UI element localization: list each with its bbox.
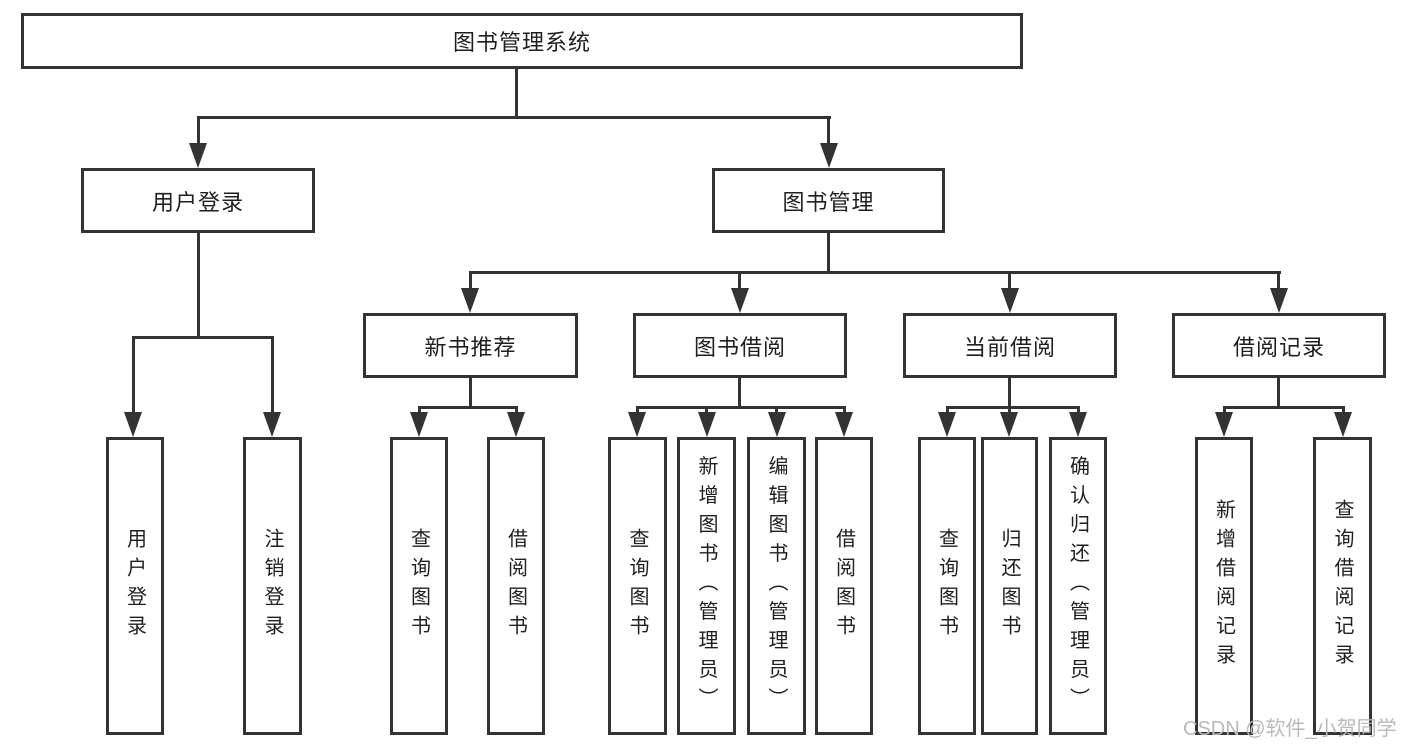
node-borrowing-records: 借阅记录 <box>1172 313 1386 378</box>
arrow-stem-new-book-recommendation <box>469 271 472 293</box>
leaf-confirm-return-admin: 确认归还（管理员） <box>1049 437 1107 735</box>
arrow-stem-bor-query <box>636 406 639 416</box>
arrow-stem-rec-query-record <box>1342 406 1345 416</box>
leaf-query-books-borrowing: 查询图书 <box>608 437 667 735</box>
arrow-head-cur-confirm <box>1069 412 1087 437</box>
leaf-label: 确认归还（管理员） <box>1066 455 1089 717</box>
leaf-label: 用户登录 <box>123 528 146 644</box>
arrow-head-bor-edit <box>768 412 786 437</box>
node-label: 当前借阅 <box>963 334 1056 360</box>
arrow-stem-leaf-user-login <box>132 336 135 416</box>
node-label: 用户登录 <box>151 189 244 215</box>
connector-recommendation-bar <box>418 406 518 409</box>
arrow-head-leaf-user-login <box>124 412 142 437</box>
arrow-head-rec-query <box>410 412 428 437</box>
leaf-label: 注销登录 <box>261 528 283 644</box>
arrow-head-current-borrowing <box>1001 288 1019 313</box>
arrow-head-cur-return <box>1000 412 1018 437</box>
arrow-head-cur-query <box>938 412 956 437</box>
leaf-query-books-current: 查询图书 <box>918 437 976 735</box>
arrow-stem-rec-borrow <box>515 406 518 416</box>
node-label: 图书管理 <box>782 189 875 215</box>
arrow-stem-leaf-logout <box>271 336 274 416</box>
arrow-stem-borrowing-records <box>1277 271 1280 293</box>
leaf-edit-book-admin: 编辑图书（管理员） <box>747 437 806 735</box>
node-book-management: 图书管理 <box>712 168 945 233</box>
arrow-stem-current-borrowing <box>1008 271 1011 293</box>
leaf-label: 查询借阅记录 <box>1331 499 1353 673</box>
connector-records-trunk <box>1277 378 1280 409</box>
connector-recommendation-trunk <box>469 378 472 409</box>
connector-root-trunk <box>515 69 518 117</box>
leaf-label: 查询图书 <box>407 528 430 644</box>
arrow-head-leaf-logout <box>263 412 281 437</box>
node-library-management-system: 图书管理系统 <box>21 13 1023 69</box>
arrow-head-borrowing-records <box>1270 288 1288 313</box>
node-user-login: 用户登录 <box>81 168 315 233</box>
csdn-watermark: CSDN @软件_小贺同学 <box>1183 718 1397 740</box>
arrow-stem-book-borrowing <box>738 271 741 293</box>
arrow-head-rec-borrow <box>507 412 525 437</box>
leaf-add-book-admin: 新增图书（管理员） <box>677 437 736 735</box>
connector-current-bar <box>946 406 1080 409</box>
arrow-stem-rec-query <box>418 406 421 416</box>
node-new-book-recommendation: 新书推荐 <box>363 313 578 378</box>
arrow-stem-cur-confirm <box>1077 406 1080 416</box>
leaf-label: 借阅图书 <box>504 528 527 644</box>
arrow-stem-bor-add <box>705 406 708 416</box>
leaf-label: 借阅图书 <box>832 528 855 644</box>
leaf-label: 编辑图书（管理员） <box>765 455 787 717</box>
node-label: 图书管理系统 <box>452 30 591 55</box>
leaf-add-borrow-record: 新增借阅记录 <box>1195 437 1253 735</box>
arrow-head-bor-query <box>628 412 646 437</box>
node-label: 新书推荐 <box>424 334 517 360</box>
arrow-stem-user-login <box>197 116 200 148</box>
leaf-label: 归还图书 <box>998 528 1020 644</box>
arrow-head-book-management <box>820 143 838 168</box>
arrow-head-bor-borrow <box>835 412 853 437</box>
leaf-label: 新增借阅记录 <box>1212 499 1235 673</box>
leaf-query-borrow-record: 查询借阅记录 <box>1313 437 1372 735</box>
arrow-stem-book-management <box>827 116 830 148</box>
leaf-label: 新增图书（管理员） <box>695 455 717 717</box>
connector-user-login-bar <box>132 336 274 339</box>
connector-records-bar <box>1223 406 1345 409</box>
arrow-stem-rec-add-record <box>1223 406 1226 416</box>
leaf-query-books-recommendation: 查询图书 <box>390 437 448 735</box>
connector-book-management-bar <box>469 271 1281 274</box>
arrow-head-new-book-recommendation <box>461 288 479 313</box>
node-book-borrowing: 图书借阅 <box>633 313 847 378</box>
arrow-head-rec-query-record <box>1334 412 1352 437</box>
leaf-label: 查询图书 <box>626 528 648 644</box>
node-label: 图书借阅 <box>693 334 786 360</box>
leaf-label: 查询图书 <box>935 528 958 644</box>
connector-book-management-trunk <box>827 233 830 273</box>
leaf-logout: 注销登录 <box>243 437 302 735</box>
arrow-stem-cur-query <box>946 406 949 416</box>
arrow-stem-bor-borrow <box>843 406 846 416</box>
node-current-borrowing: 当前借阅 <box>903 313 1117 378</box>
connector-root-bar <box>197 116 831 119</box>
leaf-borrow-books-borrowing: 借阅图书 <box>815 437 873 735</box>
arrow-head-bor-add <box>698 412 716 437</box>
arrow-head-book-borrowing <box>731 288 749 313</box>
connector-current-trunk <box>1008 378 1011 409</box>
arrow-head-user-login <box>189 143 207 168</box>
leaf-user-login: 用户登录 <box>106 437 164 735</box>
leaf-return-book: 归还图书 <box>981 437 1038 735</box>
arrow-stem-bor-edit <box>775 406 778 416</box>
connector-borrowing-bar <box>636 406 846 409</box>
arrow-head-rec-add-record <box>1215 412 1233 437</box>
connector-borrowing-trunk <box>738 378 741 409</box>
leaf-borrow-books-recommendation: 借阅图书 <box>487 437 545 735</box>
connector-user-login-trunk <box>197 233 200 338</box>
node-label: 借阅记录 <box>1232 334 1325 360</box>
arrow-stem-cur-return <box>1008 406 1011 416</box>
